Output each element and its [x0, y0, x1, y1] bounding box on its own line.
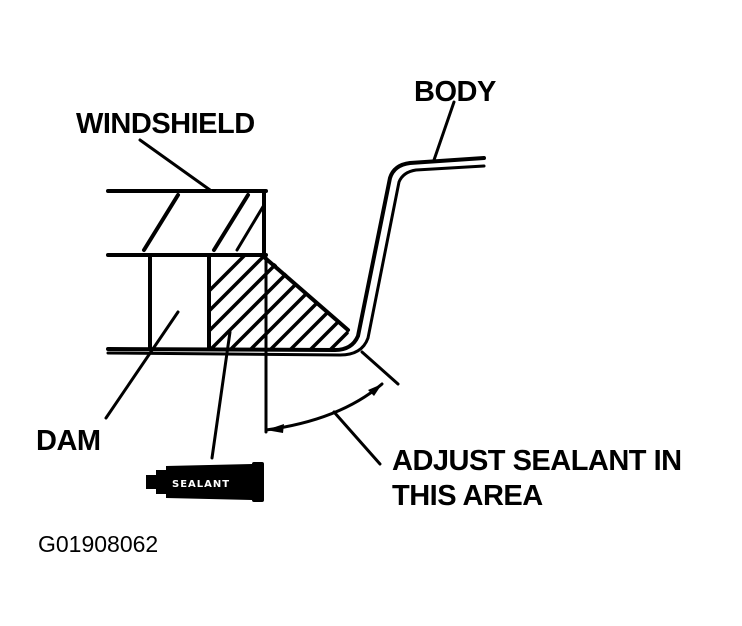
dam-block [148, 255, 211, 351]
body-label: BODY [414, 76, 496, 108]
adjust-area-indicator [264, 256, 400, 434]
figure-code: G01908062 [38, 531, 158, 557]
adjust-sealant-label-line2: THIS AREA [392, 480, 543, 512]
leader-lines [104, 100, 456, 466]
dam-label: DAM [36, 425, 101, 457]
body-panel [106, 156, 486, 357]
sealant-bead [209, 255, 350, 348]
adjust-sealant-label-line1: ADJUST SEALANT IN [392, 445, 682, 477]
sealant-tube-icon: SEALANT [146, 462, 264, 502]
windshield-glass [106, 189, 268, 259]
windshield-label: WINDSHIELD [76, 108, 255, 140]
sealant-tube-label: SEALANT [172, 479, 230, 490]
